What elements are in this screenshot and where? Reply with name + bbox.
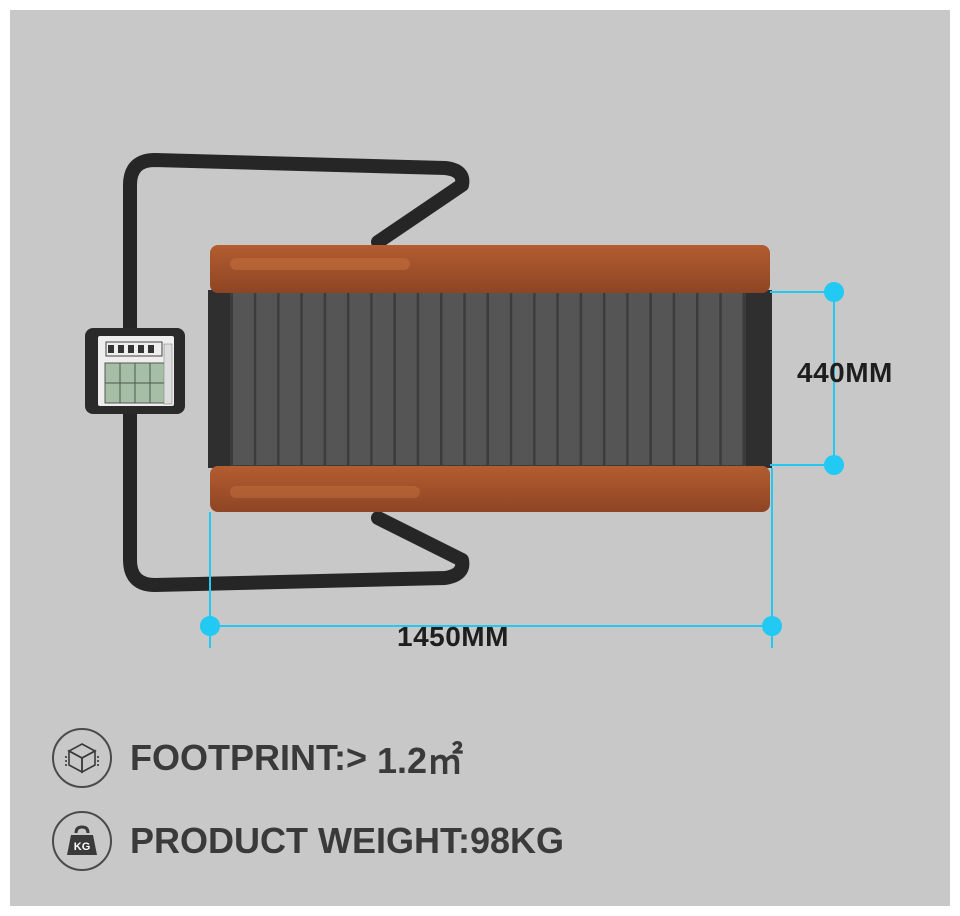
belt-slat bbox=[605, 293, 627, 465]
belt-slat bbox=[442, 293, 464, 465]
right-end-cap bbox=[742, 290, 772, 468]
dim-width-end-top bbox=[824, 282, 844, 302]
footprint-value: 1.2㎡ bbox=[377, 740, 464, 781]
belt-slat bbox=[558, 293, 580, 465]
dim-length-end-right bbox=[762, 616, 782, 636]
belt-slat bbox=[395, 293, 417, 465]
belt-slat bbox=[256, 293, 278, 465]
width-dimension-label: 440MM bbox=[797, 357, 893, 388]
handle-frame-lower bbox=[123, 423, 470, 592]
belt-slat bbox=[233, 293, 254, 465]
belt-slat bbox=[582, 293, 603, 465]
dim-width-end-bottom bbox=[824, 455, 844, 475]
belt-slat bbox=[512, 293, 534, 465]
belt-slat bbox=[489, 293, 510, 465]
console-display bbox=[85, 328, 185, 414]
belt-slat bbox=[535, 293, 557, 465]
wood-panel-bottom bbox=[210, 466, 770, 512]
belt-slat bbox=[628, 293, 650, 465]
weight-label: PRODUCT WEIGHT:98KG bbox=[130, 820, 565, 861]
dim-length-end-left bbox=[200, 616, 220, 636]
belt-slat bbox=[326, 293, 347, 465]
belt-slat bbox=[698, 293, 720, 465]
left-end-cap bbox=[208, 290, 234, 468]
area-cube-icon bbox=[52, 728, 112, 788]
belt-slat bbox=[372, 293, 394, 465]
footprint-spec: FOOTPRINT:> 1.2㎡ bbox=[52, 725, 463, 791]
belt-slat bbox=[675, 293, 696, 465]
handle-frame bbox=[123, 153, 470, 447]
footprint-label: FOOTPRINT:> bbox=[130, 737, 368, 778]
running-belt bbox=[230, 292, 746, 466]
kettlebell-weight-icon: KG bbox=[52, 811, 112, 871]
kg-icon-text: KG bbox=[74, 841, 91, 853]
belt-slat bbox=[651, 293, 673, 465]
belt-slat bbox=[419, 293, 440, 465]
belt-slat bbox=[465, 293, 487, 465]
length-dimension-label: 1450MM bbox=[397, 621, 509, 652]
belt-slat bbox=[721, 293, 743, 465]
weight-spec: KG PRODUCT WEIGHT:98KG bbox=[52, 808, 564, 874]
dimension-width bbox=[770, 291, 835, 466]
belt-slat bbox=[349, 293, 371, 465]
belt-slat bbox=[302, 293, 324, 465]
belt-slat bbox=[279, 293, 301, 465]
wood-panel-top bbox=[210, 245, 770, 293]
